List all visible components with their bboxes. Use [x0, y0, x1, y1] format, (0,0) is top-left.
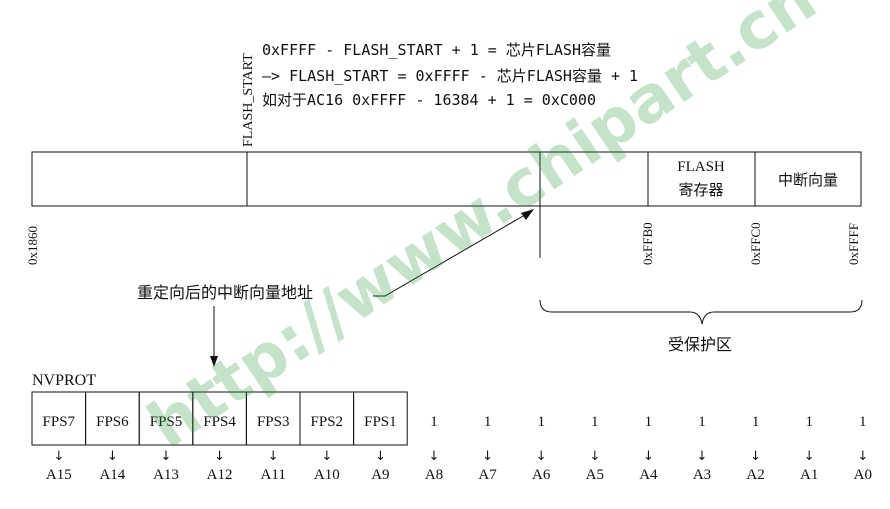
nvprot-bit-address: A0 — [854, 467, 872, 483]
nvprot-title: NVPROT — [32, 372, 96, 389]
nvprot-bit-arrow-icon: ↓ — [857, 449, 868, 464]
nvprot-bit-address: A4 — [639, 467, 658, 483]
nvprot-bit-value: 1 — [484, 414, 492, 430]
nvprot-bit-group: FPS7↓A15FPS6↓A14FPS5↓A13FPS4↓A12FPS3↓A11… — [31, 391, 872, 483]
memory-map-bar — [31, 151, 862, 207]
formula-line-1: 0xFFFF - FLASH_START + 1 = 芯片FLASH容量 — [262, 41, 611, 59]
nvprot-bit-arrow-icon: ↓ — [643, 449, 654, 464]
nvprot-bit-address: A11 — [261, 467, 286, 483]
nvprot-bit-value: 1 — [698, 414, 706, 430]
nvprot-bit-value: FPS6 — [96, 414, 129, 430]
nvprot-bit-value: 1 — [859, 414, 867, 430]
flash-register-label-line1: FLASH — [677, 159, 725, 175]
interrupt-vector-label: 中断向量 — [778, 172, 838, 189]
relocated-vector-label: 重定向后的中断向量地址 — [137, 284, 313, 302]
flash-start-label: FLASH_START — [241, 53, 256, 147]
address-0xffb0: 0xFFB0 — [640, 222, 655, 265]
nvprot-bit-arrow-icon: ↓ — [750, 449, 761, 464]
nvprot-bit-cell — [353, 391, 408, 446]
nvprot-bit-address: A12 — [207, 467, 233, 483]
nvprot-bit-arrow-icon: ↓ — [214, 449, 225, 464]
nvprot-bit-value: FPS7 — [43, 414, 76, 430]
nvprot-bit-address: A14 — [99, 467, 125, 483]
nvprot-bit-arrow-icon: ↓ — [804, 449, 815, 464]
nvprot-bit-value: 1 — [645, 414, 653, 430]
flash-register-label-line2: 寄存器 — [678, 181, 723, 199]
nvprot-bit-arrow-icon: ↓ — [482, 449, 493, 464]
nvprot-bit-arrow-icon: ↓ — [536, 449, 547, 464]
nvprot-bit-value: 1 — [591, 414, 599, 430]
nvprot-bit-address: A8 — [425, 467, 443, 483]
protected-region-label: 受保护区 — [668, 336, 732, 354]
formula-line-3: 如对于AC16 0xFFFF - 16384 + 1 = 0xC000 — [262, 91, 596, 109]
nvprot-bit-address: A6 — [532, 467, 551, 483]
nvprot-bit-value: FPS5 — [150, 414, 183, 430]
relocated-vector-arrowhead — [521, 209, 534, 220]
nvprot-bit-arrow-icon: ↓ — [321, 449, 332, 464]
nvprot-bit-arrow-icon: ↓ — [589, 449, 600, 464]
nvprot-bit-value: 1 — [805, 414, 813, 430]
address-0xffc0: 0xFFC0 — [748, 222, 763, 265]
nvprot-bit-arrow-icon: ↓ — [268, 449, 279, 464]
relocated-to-nvprot-arrowhead — [210, 356, 218, 367]
nvprot-bit-value: FPS2 — [311, 414, 344, 430]
nvprot-bit-address: A3 — [693, 467, 711, 483]
nvprot-bit-value: FPS1 — [364, 414, 397, 430]
nvprot-bit-value: FPS4 — [203, 414, 236, 430]
nvprot-bit-value: 1 — [752, 414, 760, 430]
nvprot-bit-address: A2 — [746, 467, 764, 483]
nvprot-bit-address: A13 — [153, 467, 179, 483]
nvprot-bit-address: A1 — [800, 467, 818, 483]
nvprot-bit-address: A7 — [478, 467, 497, 483]
nvprot-bit-value: 1 — [537, 414, 545, 430]
nvprot-bit-arrow-icon: ↓ — [161, 449, 172, 464]
nvprot-bit-address: A5 — [586, 467, 604, 483]
nvprot-bit-address: A10 — [314, 467, 340, 483]
nvprot-bit-arrow-icon: ↓ — [429, 449, 440, 464]
nvprot-bit-address: A9 — [371, 467, 389, 483]
address-0x1860: 0x1860 — [25, 226, 40, 265]
nvprot-bit-value: FPS3 — [257, 414, 290, 430]
nvprot-bit-arrow-icon: ↓ — [375, 449, 386, 464]
relocated-vector-leader — [373, 211, 531, 297]
formula-line-2: —> FLASH_START = 0xFFFF - 芯片FLASH容量 + 1 — [262, 67, 638, 85]
nvprot-bit-value: 1 — [430, 414, 438, 430]
address-0xffff: 0xFFFF — [846, 223, 861, 265]
nvprot-bit-address: A15 — [46, 467, 72, 483]
nvprot-bit-arrow-icon: ↓ — [697, 449, 708, 464]
nvprot-bit-arrow-icon: ↓ — [107, 449, 118, 464]
protected-region-brace — [539, 299, 863, 325]
nvprot-bit-arrow-icon: ↓ — [53, 449, 64, 464]
